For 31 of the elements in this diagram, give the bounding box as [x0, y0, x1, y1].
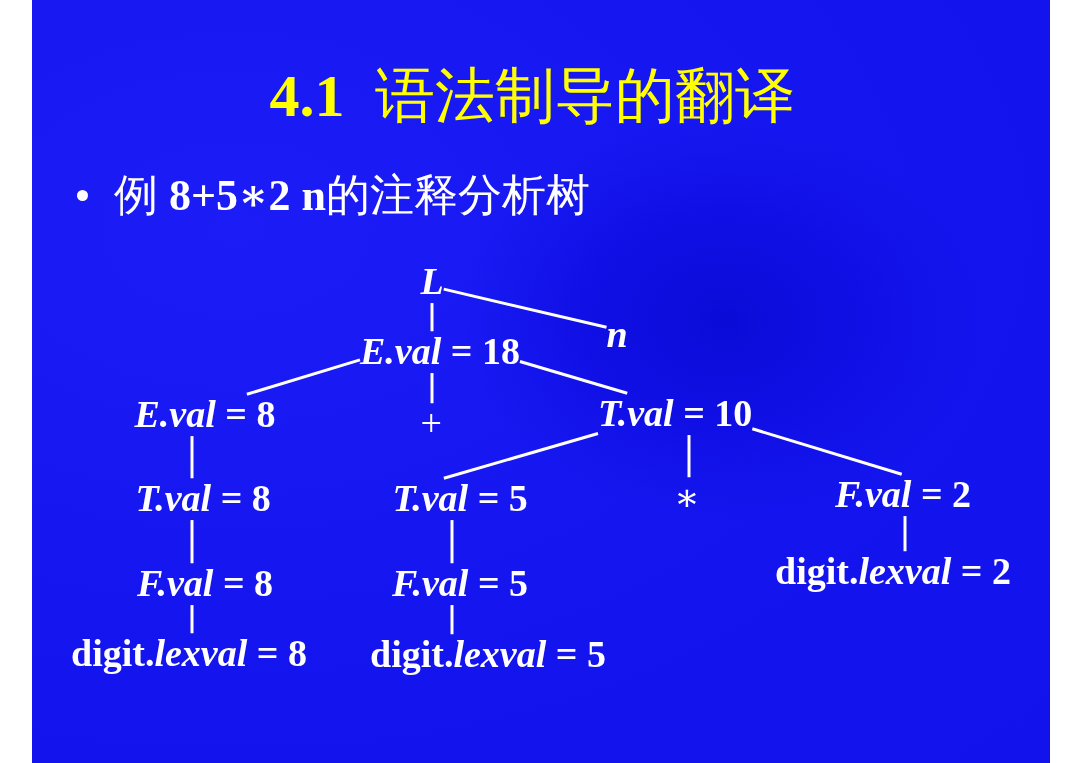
attribute-label: digit.lexval = 2	[775, 551, 1011, 594]
bullet-text: 例 8+5∗2 n的注释分析树	[114, 170, 590, 222]
tree-edge	[430, 303, 434, 332]
tree-edge	[903, 516, 907, 552]
attribute-label: T.val = 8	[135, 478, 271, 521]
slide-title: 4.1 语法制导的翻译	[269, 62, 795, 131]
symbol-label: L	[420, 261, 444, 304]
tree-edge	[430, 373, 434, 404]
attribute-label: T.val = 5	[392, 478, 528, 521]
tree-edge	[519, 360, 628, 395]
operator-label: ∗	[674, 477, 700, 520]
symbol-label: n	[606, 314, 628, 357]
attribute-label: digit.lexval = 5	[370, 634, 606, 677]
tree-edge	[190, 605, 194, 634]
tree-edge	[687, 435, 691, 478]
attribute-label: F.val = 2	[835, 474, 972, 517]
tree-edge	[450, 520, 454, 564]
attribute-label: T.val = 10	[598, 393, 753, 436]
tree-edge	[190, 436, 194, 479]
tree-edge	[751, 427, 903, 476]
attribute-label: F.val = 8	[137, 563, 274, 606]
tree-edge	[443, 287, 607, 329]
tree-edge	[450, 605, 454, 635]
tree-edge	[246, 358, 361, 396]
attribute-label: F.val = 5	[392, 563, 529, 606]
attribute-label: E.val = 18	[360, 331, 520, 374]
attribute-label: E.val = 8	[134, 394, 276, 437]
operator-label: +	[420, 403, 442, 446]
attribute-label: digit.lexval = 8	[71, 633, 307, 676]
tree-edge	[190, 520, 194, 564]
tree-edge	[443, 432, 599, 480]
